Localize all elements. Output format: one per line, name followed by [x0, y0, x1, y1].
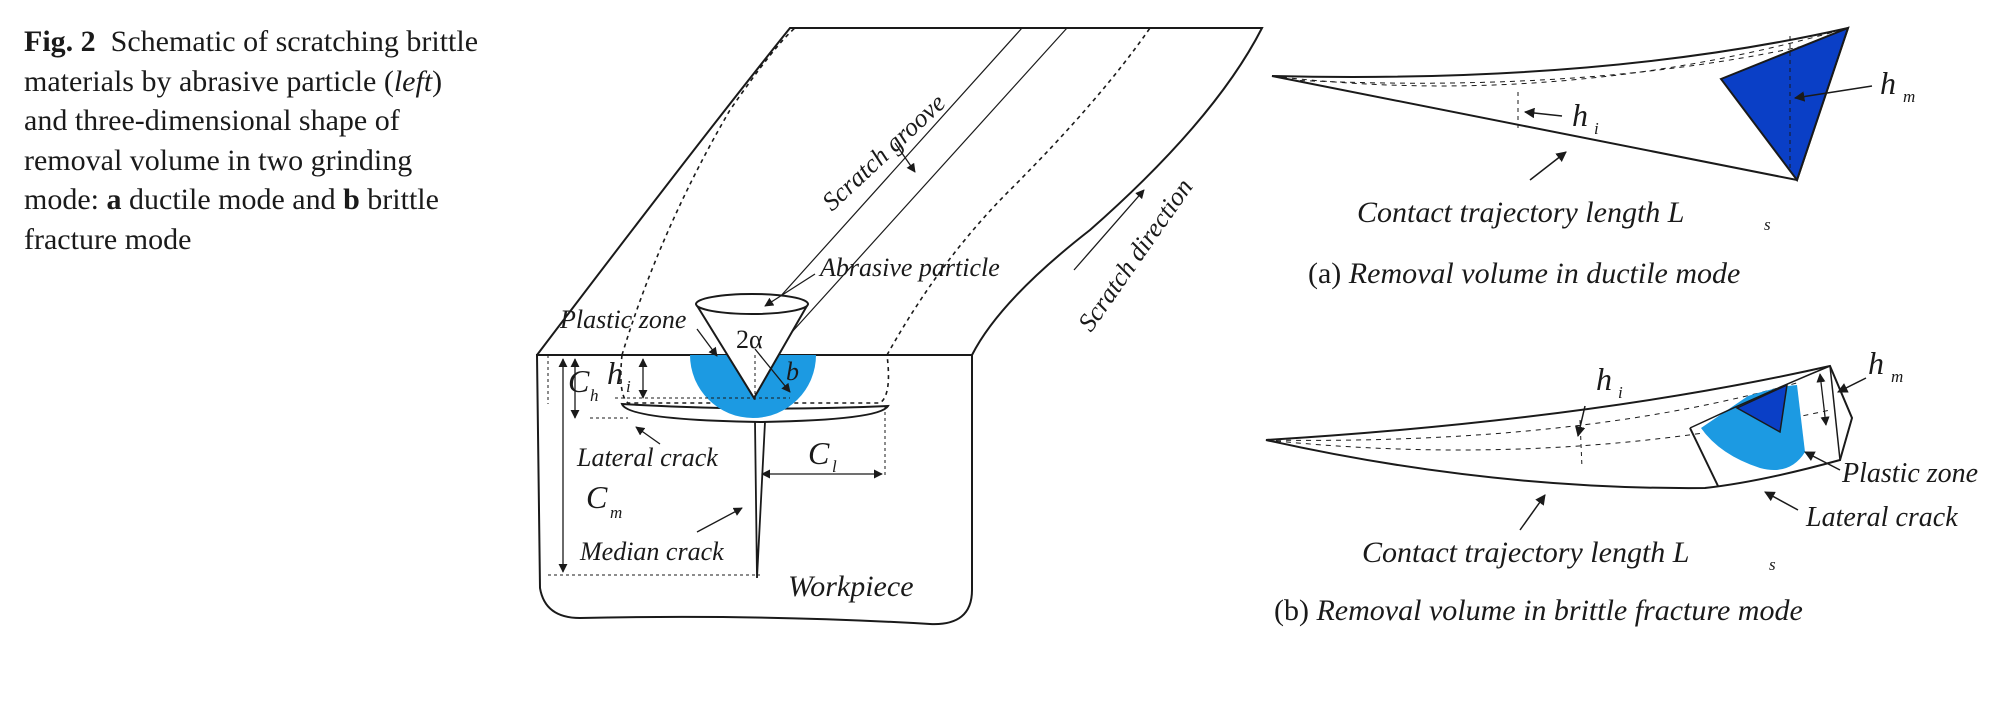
cl-sub: l [832, 457, 837, 476]
cm-label: C [586, 479, 608, 515]
groove-line-1 [751, 27, 1023, 329]
panel-b-plastic-zone-label: Plastic zone [1841, 458, 1978, 489]
caption-b: b [343, 183, 360, 216]
b-label: b [786, 357, 799, 386]
panel-b-contact-length-sub: s [1769, 555, 1776, 574]
panel-b-plastic-zone [1701, 385, 1805, 470]
panel-a-hm-sub: m [1903, 87, 1915, 106]
groove-line-2 [791, 27, 1068, 333]
median-crack [754, 421, 766, 579]
panel-b-brittle [1265, 364, 1867, 531]
caption-text: ) and three-dimensional shape of removal… [24, 64, 443, 217]
lateral-crack-label: Lateral crack [576, 443, 718, 472]
panel-b-outline [1265, 364, 1854, 490]
workpiece-label: Workpiece [788, 570, 914, 603]
h-sub: i [626, 377, 631, 396]
abrasive-particle-label: Abrasive particle [818, 253, 1000, 282]
panel-a-contact-length: Contact trajectory length L [1357, 196, 1684, 229]
panel-b-removal-volume [1735, 383, 1788, 434]
panel-a-title: (a) Removal volume in ductile mode [1308, 257, 1740, 290]
panel-b-title: (b) Removal volume in brittle fracture m… [1274, 594, 1803, 627]
workpiece-front-face [535, 354, 973, 626]
cm-sub: m [610, 503, 622, 522]
caption-text: ductile mode and [121, 183, 344, 216]
panel-a-removal-volume [1719, 26, 1850, 183]
figure-label: Fig. 2 [24, 25, 96, 58]
panel-b-lateral-crack-label: Lateral crack [1805, 502, 1958, 533]
two-alpha-label: 2α [736, 325, 763, 354]
caption-text: Schematic of scratching brittle material… [24, 25, 479, 98]
panel-b-hm-label: h [1868, 345, 1884, 381]
panel-b-hm-sub: m [1891, 367, 1903, 386]
caption-left-word: left [393, 64, 433, 98]
caption-a: a [106, 183, 122, 216]
median-crack-label: Median crack [579, 537, 724, 566]
panel-b-hi-sub: i [1618, 383, 1623, 402]
scratch-schematic [535, 27, 1264, 626]
panel-a-ductile [1271, 26, 1873, 183]
ch-sub: h [590, 386, 599, 405]
workpiece-top-surface [536, 27, 1264, 356]
panel-a-hm-label: h [1880, 65, 1896, 101]
panel-b-contact-length: Contact trajectory length L [1362, 536, 1689, 569]
panel-a-hi-label: h [1572, 97, 1588, 133]
ch-label: C [568, 363, 590, 399]
scratch-direction-label: Scratch direction [1072, 173, 1198, 336]
figure-caption: Fig. 2 Schematic of scratching brittle m… [24, 22, 484, 259]
panel-a-contact-length-sub: s [1764, 215, 1771, 234]
caption-text: brittle fracture mode [24, 183, 439, 256]
groove-edge-right [886, 27, 1151, 356]
scratch-groove-label: Scratch groove [816, 88, 951, 216]
abrasive-particle-top [695, 293, 809, 315]
plastic-zone-label: Plastic zone [559, 305, 686, 334]
cl-label: C [808, 435, 830, 471]
h-label: h [607, 355, 623, 391]
panel-b-hi-label: h [1596, 361, 1612, 397]
panel-a-hi-sub: i [1594, 119, 1599, 138]
groove-edge-left [621, 27, 796, 356]
